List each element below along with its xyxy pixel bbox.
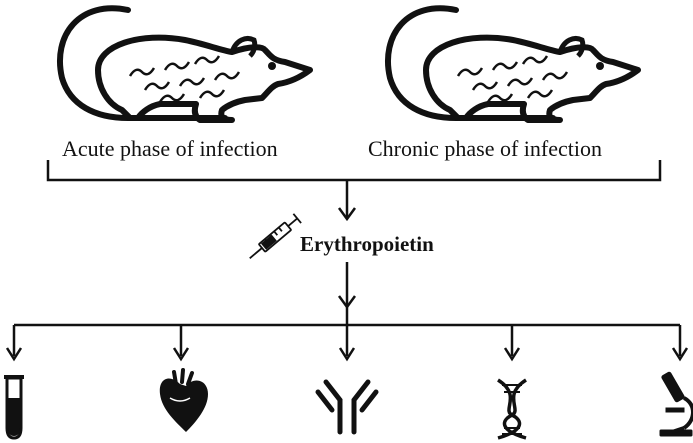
dna-icon xyxy=(497,378,527,440)
acute-phase-label: Acute phase of infection xyxy=(62,136,278,161)
rat-icon-chronic xyxy=(388,8,638,120)
test-tube-icon xyxy=(4,375,24,440)
syringe-icon xyxy=(249,213,302,259)
treatment-label: Erythropoietin xyxy=(300,232,434,256)
bottom-bracket xyxy=(5,307,689,362)
antibody-icon xyxy=(315,379,379,435)
arrow-to-treatment-head xyxy=(337,207,357,222)
chronic-phase-label: Chronic phase of infection xyxy=(368,136,602,161)
top-bracket xyxy=(46,160,662,182)
heart-icon xyxy=(159,368,208,432)
microscope-icon xyxy=(659,371,693,437)
rat-icon-acute xyxy=(60,8,310,120)
